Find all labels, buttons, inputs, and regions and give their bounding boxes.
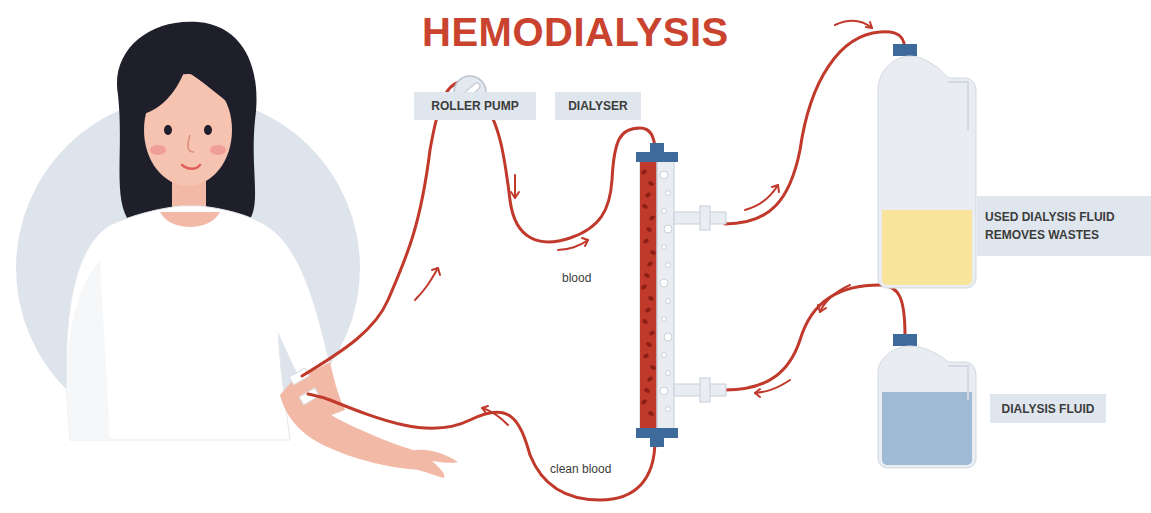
box-label: USED DIALYSIS FLUID REMOVES WASTES	[985, 208, 1143, 244]
diagram-title: HEMODIALYSIS	[422, 10, 729, 55]
box-label: DIALYSIS FLUID	[1002, 400, 1095, 418]
background-circle	[16, 96, 360, 440]
box-label: ROLLER PUMP	[431, 97, 518, 115]
patient-figure	[66, 22, 458, 478]
blood-tubing	[302, 32, 905, 500]
dialyser	[636, 143, 726, 447]
flow-label: blood	[560, 271, 593, 285]
label-box: ROLLER PUMP	[414, 92, 536, 120]
flow-label: clean blood	[548, 462, 613, 476]
used-fluid-container	[878, 44, 976, 288]
label-box: DIALYSIS FLUID	[990, 394, 1106, 423]
box-label: DIALYSER	[568, 97, 628, 115]
label-box: USED DIALYSIS FLUID REMOVES WASTES	[977, 196, 1151, 256]
label-box: DIALYSER	[555, 92, 641, 120]
dialysis-fluid-container	[878, 334, 976, 468]
